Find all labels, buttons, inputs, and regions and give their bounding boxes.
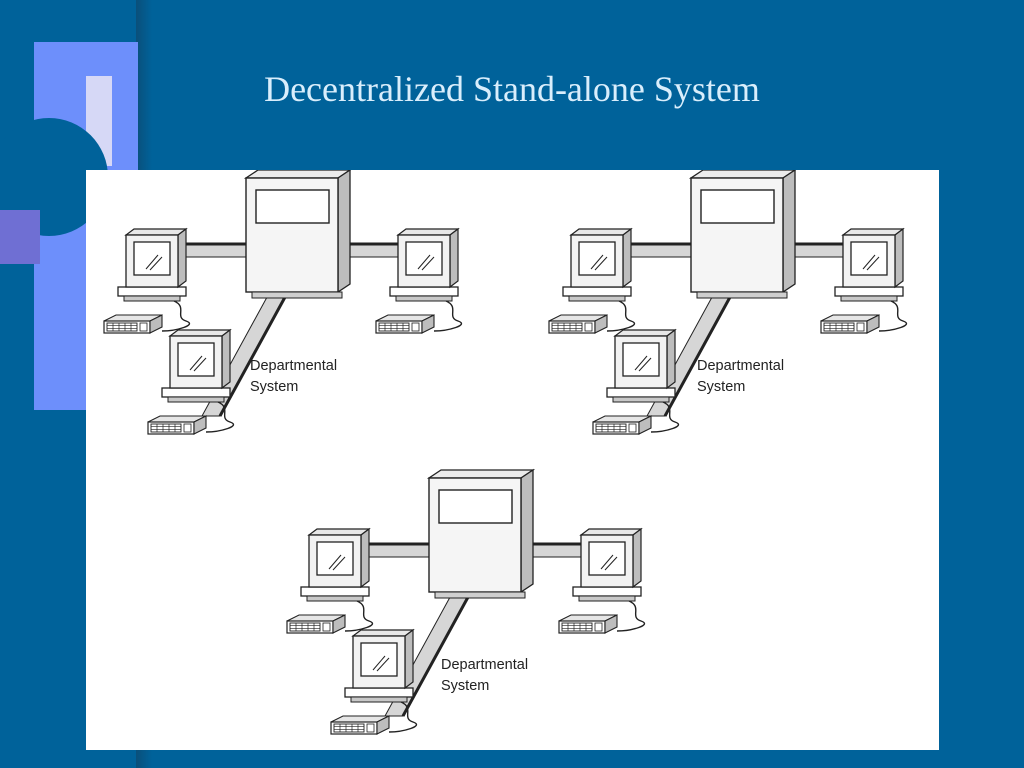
decorative-purple-block [0,210,40,264]
departmental-system-2: Departmental System [549,170,906,434]
system-label-line1: Departmental [697,358,784,374]
system-label-line1: Departmental [441,657,528,673]
system-label-line2: System [697,379,745,395]
departmental-system-3: Departmental System [287,470,644,734]
system-label-line2: System [250,379,298,395]
departmental-system-1: Departmental System [104,170,461,434]
system-label-line2: System [441,678,489,694]
system-label-line1: Departmental [250,358,337,374]
network-diagram: Departmental System Departmental System … [86,170,939,750]
slide-title: Decentralized Stand-alone System [264,69,760,109]
diagram-panel: Departmental System Departmental System … [86,170,939,750]
